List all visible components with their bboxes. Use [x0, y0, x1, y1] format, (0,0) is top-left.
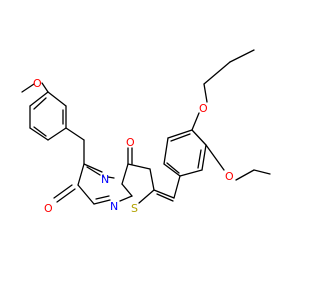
atom-carbonyl-o-upper: O [126, 136, 135, 149]
methoxy-group [21, 82, 49, 93]
atom-n2: N [110, 200, 118, 213]
benzyl-linker [65, 127, 85, 165]
atom-propoxy-o: O [199, 102, 208, 115]
atom-n1: N [101, 173, 109, 186]
ethoxy-chain [205, 144, 271, 181]
atom-sulfur: S [131, 202, 138, 215]
chemical-structure-diagram: O N O O O S O N [21, 49, 271, 215]
atom-methoxy-o: O [33, 77, 42, 90]
benzylidene-double-bond [153, 175, 181, 202]
molecule-canvas: O N O O O S O N [21, 49, 271, 215]
methoxyphenyl-ring [29, 91, 67, 141]
atom-carbonyl-o-lower: O [44, 202, 53, 215]
propoxy-chain [191, 49, 255, 131]
atom-ethoxy-o: O [225, 170, 234, 183]
thiazolidinone-ring [121, 147, 155, 204]
dialkoxyphenyl-ring [163, 129, 207, 177]
triazinone-ring [53, 163, 133, 205]
